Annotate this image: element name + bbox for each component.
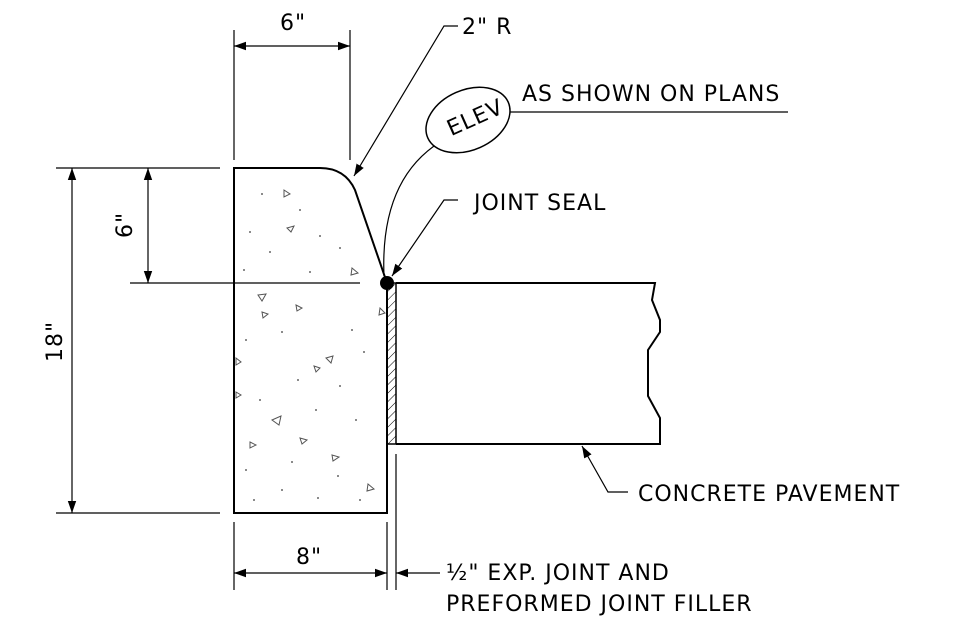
- elev-note-label: AS SHOWN ON PLANS: [522, 82, 780, 107]
- radius-label: 2" R: [462, 15, 512, 40]
- elev-leader: [383, 141, 441, 277]
- radius-leader: [353, 25, 458, 177]
- exp-joint-label-2: PREFORMED JOINT FILLER: [446, 592, 753, 617]
- joint-seal-leader: [391, 199, 458, 277]
- elev-bubble: [425, 86, 511, 154]
- pavement-leader: [581, 445, 628, 493]
- aggregate-pattern: [235, 189, 386, 492]
- top-width-label: 6": [280, 11, 306, 36]
- exp-joint-label-1: ½" EXP. JOINT AND: [446, 561, 670, 586]
- pavement-label: CONCRETE PAVEMENT: [638, 482, 900, 507]
- seal-drop-label: 6": [113, 212, 138, 238]
- dimension-bottom-width: [233, 454, 440, 590]
- dimension-total-height: [56, 167, 220, 514]
- bottom-width-label: 8": [296, 545, 322, 570]
- joint-seal-dot: [380, 276, 394, 290]
- curb-outline: [233, 167, 388, 514]
- aggregate-dots: [243, 193, 365, 501]
- concrete-pavement-slab: [396, 282, 661, 445]
- dimension-top-width: [233, 30, 351, 160]
- joint-seal-label: JOINT SEAL: [472, 191, 606, 216]
- dimension-seal-drop: [130, 168, 360, 284]
- expansion-joint-filler: [386, 282, 397, 445]
- total-height-label: 18": [43, 321, 68, 362]
